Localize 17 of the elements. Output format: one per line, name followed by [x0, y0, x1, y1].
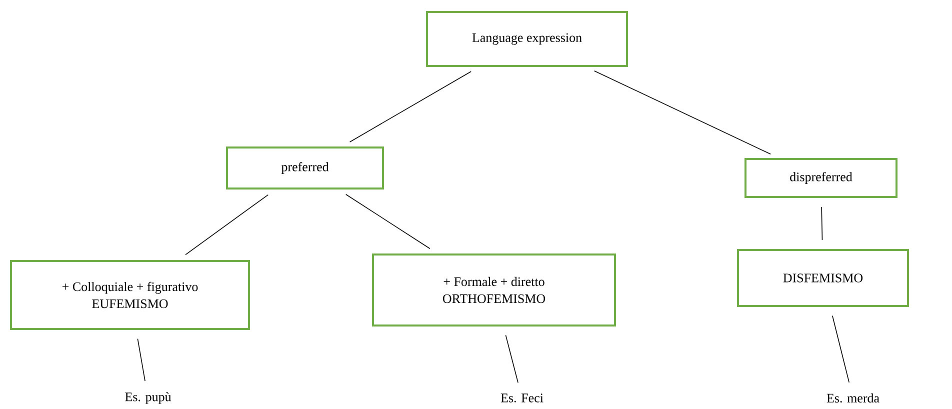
node-box: + Formale + diretto ORTHOFEMISMO: [372, 254, 616, 326]
node-box: dispreferred: [744, 158, 898, 198]
example-text: Es. Feci: [500, 394, 544, 402]
connector-line: [185, 194, 269, 256]
connector-line: [137, 338, 146, 382]
connector-line: [821, 206, 823, 240]
node-box: preferred: [226, 146, 384, 190]
node-box: DISFEMISMO: [737, 249, 909, 307]
connector-line: [594, 70, 771, 155]
connector-line: [349, 71, 472, 142]
connector-line: [505, 334, 518, 384]
node-box: Language expression: [426, 11, 628, 67]
connector-line: [832, 315, 850, 383]
connector-line: [345, 194, 430, 250]
example-text: Es. pupù: [125, 392, 172, 404]
node-box: + Colloquiale + figurativo EUFEMISMO: [10, 260, 250, 330]
example-text: Es. merda: [826, 393, 880, 403]
